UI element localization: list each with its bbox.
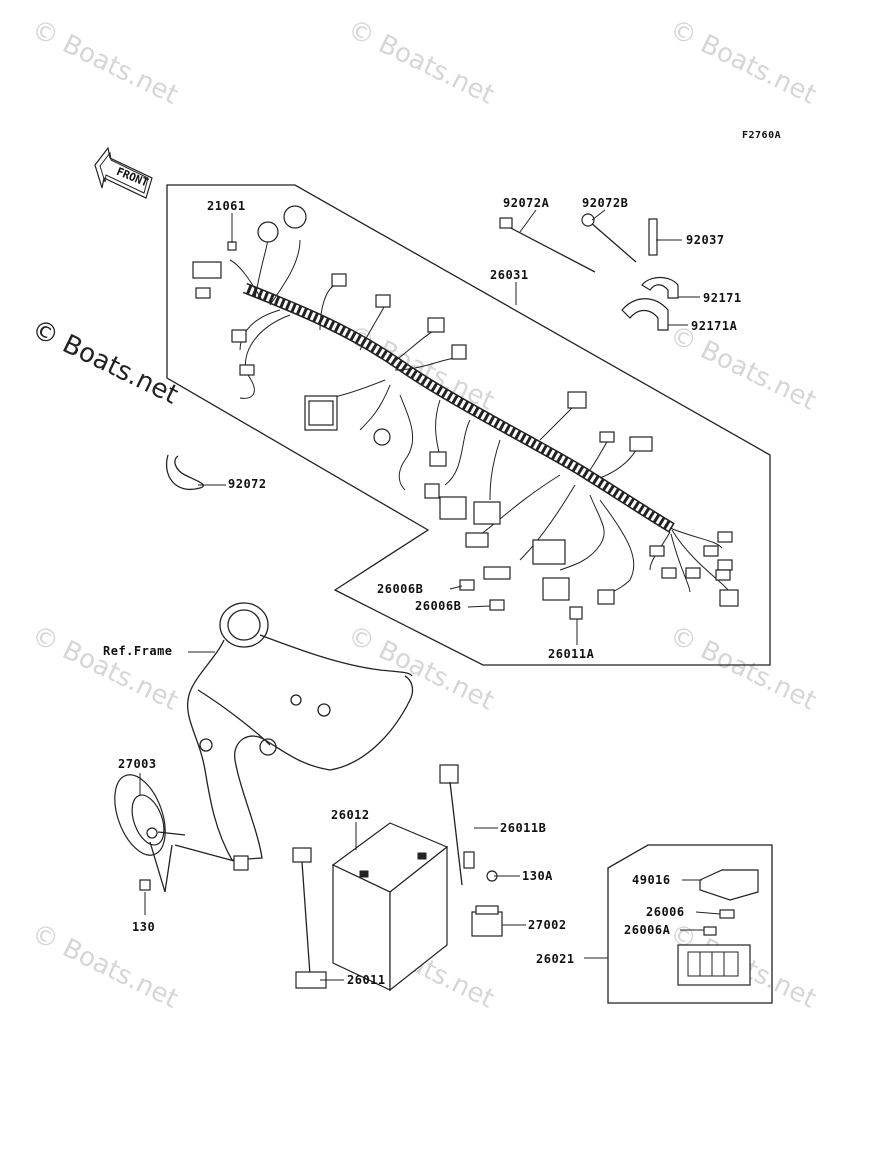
part-label-26031[interactable]: 26031 [490,268,529,282]
harness-branches [229,237,729,597]
part-label-26006B-1[interactable]: 26006B [377,582,424,596]
leader-lines [139,209,721,981]
part-label-92072B[interactable]: 92072B [582,196,629,210]
part-label-21061[interactable]: 21061 [207,199,246,213]
part-label-26011B[interactable]: 26011B [500,821,547,835]
part-label-92171[interactable]: 92171 [703,291,742,305]
clamp-92072 [166,454,204,491]
cable-ties [499,213,679,331]
relay-27002 [471,905,503,937]
part-label-26006A[interactable]: 26006A [624,923,671,937]
figure-code: F2760A [742,130,782,141]
part-label-27003[interactable]: 27003 [118,757,157,771]
cable-26011 [292,847,327,989]
part-label-26011A[interactable]: 26011A [548,647,595,661]
part-label-92171A[interactable]: 92171A [691,319,738,333]
part-label-130[interactable]: 130 [132,920,156,934]
ref-frame-label: Ref.Frame [103,644,173,658]
horn-27003 [114,774,249,893]
part-label-92072A[interactable]: 92072A [503,196,550,210]
part-label-26006B-2[interactable]: 26006B [415,599,462,613]
part-label-26012[interactable]: 26012 [331,808,370,822]
part-label-26021[interactable]: 26021 [536,952,575,966]
part-label-92037[interactable]: 92037 [686,233,725,247]
front-arrow-icon [94,146,153,199]
part-label-130A[interactable]: 130A [522,869,553,883]
fuse-box-group [607,844,773,1004]
part-label-49016[interactable]: 49016 [632,873,671,887]
part-label-26006[interactable]: 26006 [646,905,685,919]
cable-26011B [439,764,498,886]
part-label-92072[interactable]: 92072 [228,477,267,491]
frame-outline [186,602,414,861]
part-label-27002[interactable]: 27002 [528,918,567,932]
battery-26012 [331,822,449,992]
harness-connectors [192,205,739,620]
part-label-26011[interactable]: 26011 [347,973,386,987]
harness-outline [166,184,771,666]
